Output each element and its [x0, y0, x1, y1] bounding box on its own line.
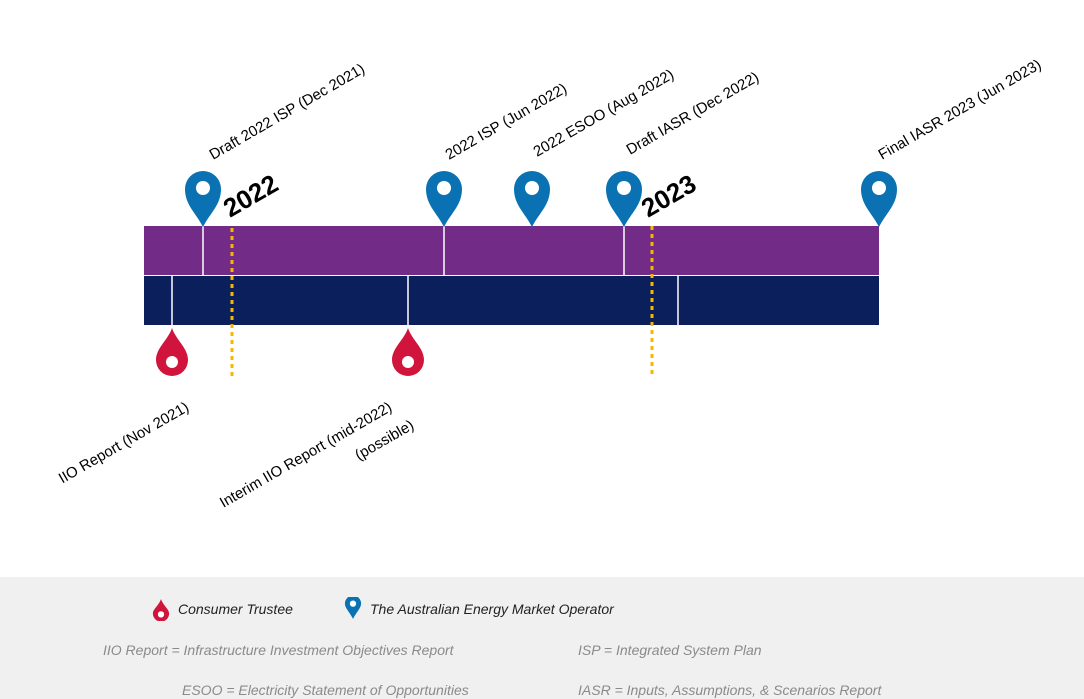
abbreviation-iio: IIO Report = Infrastructure Investment O…: [103, 642, 454, 658]
aemo-location-pin-icon: [861, 171, 897, 227]
trustee-drop-pin-icon: [392, 328, 424, 376]
legend-trustee: Consumer Trustee: [152, 597, 293, 621]
timeline-diagram: 2022 2023 Draft 2022 ISP (Dec 2021) 2022…: [56, 56, 1045, 511]
trustee-drop-pin-icon: [156, 328, 188, 376]
aemo-location-pin-icon: [426, 171, 462, 227]
trustee-timeline-bar: [144, 276, 879, 325]
year-2023-label: 2023: [636, 168, 701, 223]
aemo-milestone-label: Draft 2022 ISP (Dec 2021): [207, 60, 368, 163]
aemo-location-pin-icon: [344, 597, 362, 619]
aemo-location-pin-icon: [514, 171, 550, 227]
trustee-milestone-label: IIO Report (Nov 2021): [56, 399, 192, 488]
abbreviation-iasr: IASR = Inputs, Assumptions, & Scenarios …: [578, 682, 882, 698]
legend-aemo: The Australian Energy Market Operator: [344, 597, 614, 621]
legend-aemo-label: The Australian Energy Market Operator: [370, 601, 614, 617]
aemo-milestone-label: 2022 ESOO (Aug 2022): [531, 66, 677, 160]
aemo-milestone-label: Final IASR 2023 (Jun 2023): [876, 56, 1045, 163]
abbreviation-esoo: ESOO = Electricity Statement of Opportun…: [182, 682, 469, 698]
legend-panel: Consumer Trustee The Australian Energy M…: [0, 577, 1084, 699]
aemo-location-pin-icon: [185, 171, 221, 227]
year-2022-label: 2022: [218, 168, 283, 223]
trustee-drop-pin-icon: [152, 599, 170, 621]
legend-trustee-label: Consumer Trustee: [178, 601, 293, 617]
abbreviation-isp: ISP = Integrated System Plan: [578, 642, 762, 658]
aemo-timeline-bar: [144, 226, 879, 275]
